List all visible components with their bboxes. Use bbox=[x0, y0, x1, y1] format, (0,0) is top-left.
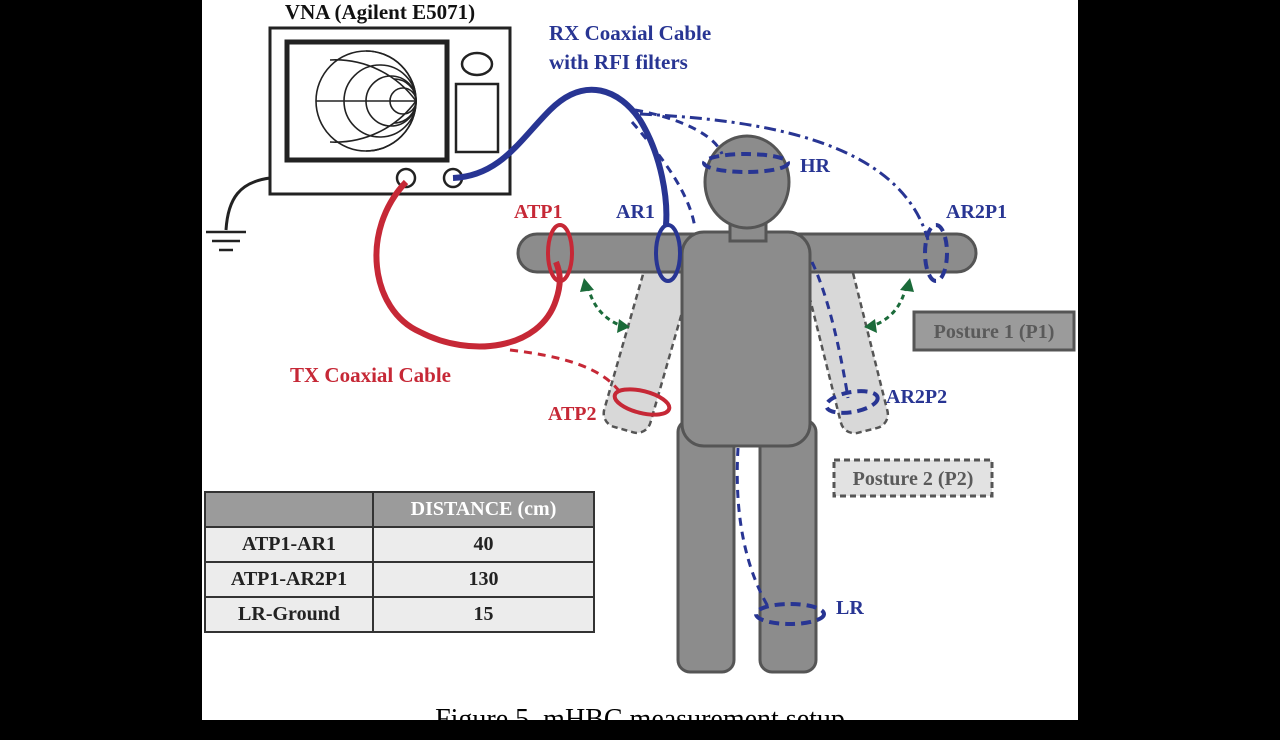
posture-arrows bbox=[586, 285, 908, 328]
lr-electrode bbox=[754, 602, 826, 626]
smith-chart-icon bbox=[315, 50, 417, 152]
tx-cable-line bbox=[373, 179, 563, 350]
table-row-name: ATP1-AR2P1 bbox=[204, 561, 374, 598]
table-row: ATP1-AR2P1 130 bbox=[204, 561, 595, 598]
rx-dashed-ar2p2 bbox=[810, 261, 850, 399]
posture2-box bbox=[832, 458, 994, 498]
figure-caption: Figure 5. mHBC measurement setup bbox=[435, 704, 845, 735]
posture1-label: Posture 1 (P1) bbox=[934, 321, 1055, 343]
table-row-name: LR-Ground bbox=[204, 596, 374, 633]
table-row: LR-Ground 15 bbox=[204, 596, 595, 633]
right-posture-arrow bbox=[871, 285, 908, 328]
vna-instrument bbox=[206, 26, 512, 252]
human-body bbox=[516, 134, 978, 674]
left-posture-arrow bbox=[586, 285, 623, 328]
table-corner-cell bbox=[204, 491, 374, 528]
rx-cable-label-1: RX Coaxial Cable bbox=[549, 21, 711, 45]
hr-label: HR bbox=[800, 155, 831, 177]
rx-dashed-lr bbox=[735, 447, 772, 611]
table-row-value: 130 bbox=[372, 561, 595, 598]
atp2-label: ATP2 bbox=[548, 403, 597, 425]
tx-dashed-atp2 bbox=[509, 348, 622, 393]
rx-dashed-hr bbox=[634, 108, 724, 155]
rx-cable bbox=[452, 86, 949, 626]
ar2p1-electrode bbox=[923, 223, 949, 283]
posture1-box bbox=[912, 310, 1076, 352]
ar1-electrode bbox=[654, 223, 682, 283]
tx-cable bbox=[373, 179, 672, 417]
table-row-value: 40 bbox=[372, 526, 595, 563]
hr-electrode bbox=[702, 152, 790, 174]
vna-title: VNA (Agilent E5071) bbox=[285, 0, 475, 24]
head bbox=[703, 134, 791, 230]
right-leg bbox=[758, 418, 818, 674]
ar2p1-label: AR2P1 bbox=[946, 201, 1007, 223]
tx-cable-label: TX Coaxial Cable bbox=[290, 363, 451, 387]
table-row: ATP1-AR1 40 bbox=[204, 526, 595, 563]
left-leg bbox=[676, 418, 736, 674]
ar2p2-label: AR2P2 bbox=[886, 386, 947, 408]
table-header-distance: DISTANCE (cm) bbox=[372, 491, 595, 528]
atp1-electrode bbox=[546, 223, 574, 283]
vna-side-panel bbox=[454, 82, 500, 154]
torso bbox=[680, 230, 812, 448]
rx-cable-label-2: with RFI filters bbox=[549, 50, 688, 74]
atp2-electrode bbox=[612, 387, 672, 417]
lr-label: LR bbox=[836, 597, 864, 619]
rx-dashed-ar2p1 bbox=[639, 112, 930, 241]
right-arm-p2 bbox=[802, 253, 890, 435]
posture2-label: Posture 2 (P2) bbox=[853, 468, 974, 490]
ground-icon bbox=[206, 230, 246, 252]
ar1-label: AR1 bbox=[616, 201, 655, 223]
ground-wire bbox=[224, 176, 271, 231]
measurement-setup-diagram: VNA (Agilent E5071) RX Coaxial Cable wit… bbox=[206, 0, 1076, 674]
vna-knob bbox=[460, 51, 494, 77]
table-header-row: DISTANCE (cm) bbox=[204, 491, 595, 528]
rx-cable-line bbox=[452, 86, 670, 226]
distance-table: DISTANCE (cm) ATP1-AR1 40 ATP1-AR2P1 130… bbox=[204, 491, 595, 633]
table-row-value: 15 bbox=[372, 596, 595, 633]
posture-arrowheads bbox=[580, 278, 914, 333]
atp1-label: ATP1 bbox=[514, 201, 563, 223]
ar2p2-electrode bbox=[824, 389, 880, 415]
table-row-name: ATP1-AR1 bbox=[204, 526, 374, 563]
rx-dashed-ar1 bbox=[630, 121, 697, 229]
